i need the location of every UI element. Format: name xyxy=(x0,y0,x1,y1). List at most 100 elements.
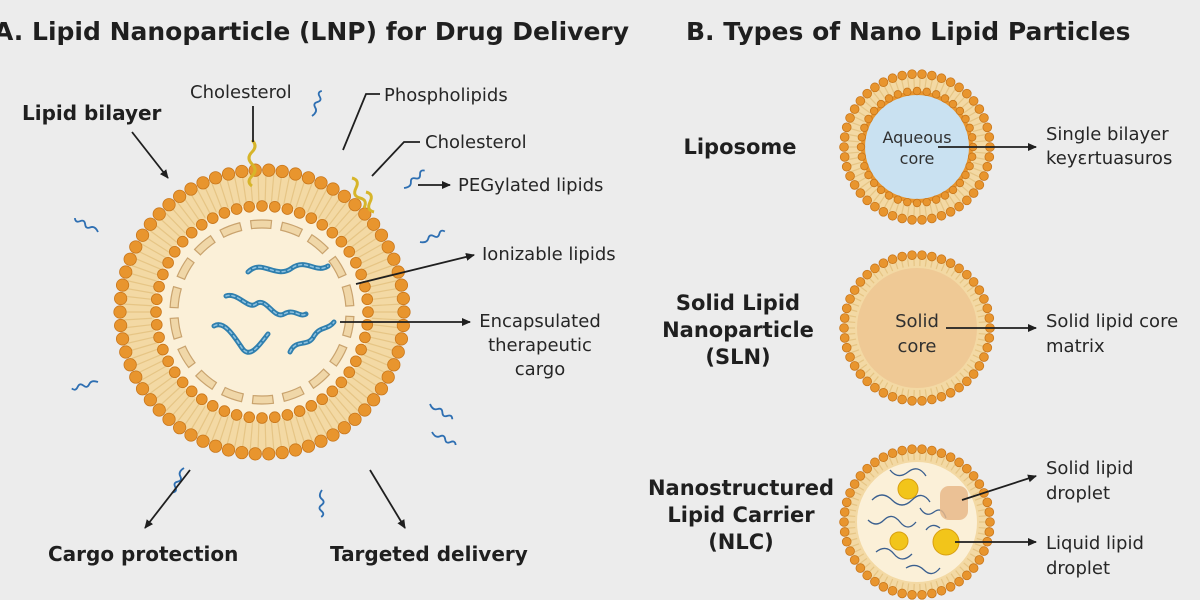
sln-head-outer xyxy=(878,388,889,398)
sln-tail xyxy=(978,321,987,324)
phospholipid-head-inner xyxy=(206,400,219,412)
lipid-tail xyxy=(165,212,186,234)
sln-head-outer xyxy=(945,258,956,268)
phospholipid-head-inner xyxy=(355,268,367,281)
lipid-tail xyxy=(141,365,167,381)
nlc-tail xyxy=(966,557,974,564)
nlc-head-outer xyxy=(907,590,917,600)
sln-head-outer xyxy=(974,285,985,295)
nlc-head-outer xyxy=(887,585,898,596)
liposome-tail xyxy=(888,200,895,212)
sln-heads xyxy=(839,250,995,406)
nlc-lipid-chain xyxy=(925,524,941,531)
ionizable-lipid-segment xyxy=(279,221,304,238)
nlc-tail xyxy=(966,480,974,487)
liposome-head-outer xyxy=(845,113,855,123)
phospholipid-head-inner xyxy=(281,409,294,421)
lipid-tail xyxy=(129,272,157,282)
sln-tail xyxy=(972,354,981,359)
liposome-head-outer xyxy=(984,132,995,142)
leader-targeted-delivery xyxy=(369,469,406,529)
liposome-head-outer xyxy=(845,171,855,181)
liposome-head-inner xyxy=(884,94,894,103)
lipid-tail xyxy=(270,174,275,203)
phospholipid-head-inner xyxy=(293,207,306,219)
lipid-tail xyxy=(145,236,170,254)
lipid-tail xyxy=(354,236,379,254)
rna-strand-2-highlight xyxy=(225,294,307,316)
liposome-head-outer xyxy=(968,96,979,106)
phospholipid-head-inner xyxy=(195,393,208,406)
phospholipid-head-outer xyxy=(143,217,157,231)
nlc-head-outer xyxy=(974,479,985,489)
nlc-head-outer xyxy=(907,444,917,454)
liposome-head-outer xyxy=(954,201,964,212)
nlc-tail xyxy=(955,466,962,474)
nlc-liquid-droplet-small-2 xyxy=(889,531,909,551)
lipid-tail xyxy=(154,224,178,243)
label-ionizable-lipids: Ionizable lipids xyxy=(482,244,616,265)
liposome-head-outer xyxy=(849,180,860,190)
liposome-head-inner xyxy=(948,185,958,195)
phospholipid-head-outer xyxy=(367,217,381,231)
nlc-name-line3: (NLC) xyxy=(708,530,774,554)
sln-tail xyxy=(851,302,860,307)
sln-tail xyxy=(848,314,857,318)
liposome-tail xyxy=(972,127,985,133)
liposome-head-inner xyxy=(876,185,886,195)
nlc-head-outer xyxy=(984,507,995,517)
nlc-head-outer xyxy=(982,497,993,508)
sln-head-outer xyxy=(968,369,979,379)
liposome-tail xyxy=(913,204,915,217)
peg-chain xyxy=(403,169,425,189)
liposome-tail xyxy=(853,116,866,123)
peg-chain xyxy=(71,380,99,391)
phospholipid-head-inner xyxy=(343,245,356,258)
liposome-tail xyxy=(934,201,940,214)
sln-head-outer xyxy=(927,251,937,262)
sln-tail xyxy=(853,354,862,359)
sln-tail xyxy=(940,384,946,393)
phospholipid-head-inner xyxy=(176,235,189,248)
liposome-head-inner xyxy=(965,123,974,133)
liposome-head-outer xyxy=(870,201,880,212)
liposome-head-outer xyxy=(907,69,917,79)
liposome-tail xyxy=(952,91,962,103)
sln-head-outer xyxy=(845,352,855,362)
liposome-head-outer xyxy=(907,215,917,225)
lipid-tail xyxy=(338,390,359,412)
lipid-tail xyxy=(333,394,353,417)
phospholipid-head-inner xyxy=(256,412,268,424)
lipid-tail xyxy=(171,394,191,417)
nlc-tail xyxy=(950,573,957,581)
nlc-head-outer xyxy=(897,445,907,456)
phospholipid-head-outer xyxy=(208,439,223,453)
phospholipid-head-inner xyxy=(326,385,339,398)
phospholipid-head-outer xyxy=(387,252,401,266)
liposome-tail xyxy=(907,204,910,217)
lipid-tail xyxy=(124,317,153,321)
liposome-head-outer xyxy=(979,171,989,181)
lipid-tail xyxy=(370,287,399,294)
phospholipid-head-outer xyxy=(396,291,410,306)
liposome-head-outer xyxy=(984,152,995,162)
liposome-head-inner xyxy=(860,161,869,171)
sln-tail xyxy=(963,368,971,375)
phospholipid-head-outer xyxy=(129,370,143,384)
nlc-tail xyxy=(972,491,981,496)
lipid-tail xyxy=(197,409,212,435)
liposome-head-outer xyxy=(927,70,937,81)
liposome-head-inner xyxy=(864,114,873,124)
lipid-tail xyxy=(323,402,341,427)
nlc-head-outer xyxy=(968,563,979,573)
lipid-tail xyxy=(328,202,347,226)
nlc-heads xyxy=(839,444,995,600)
lipid-tail xyxy=(318,405,334,431)
liposome-tail xyxy=(919,77,921,90)
liposome-tail xyxy=(948,88,957,99)
nlc-head-outer xyxy=(839,507,850,517)
lipid-tail xyxy=(357,365,383,381)
lipid-tail xyxy=(131,348,159,359)
sln-name-line3: (SLN) xyxy=(705,345,770,369)
